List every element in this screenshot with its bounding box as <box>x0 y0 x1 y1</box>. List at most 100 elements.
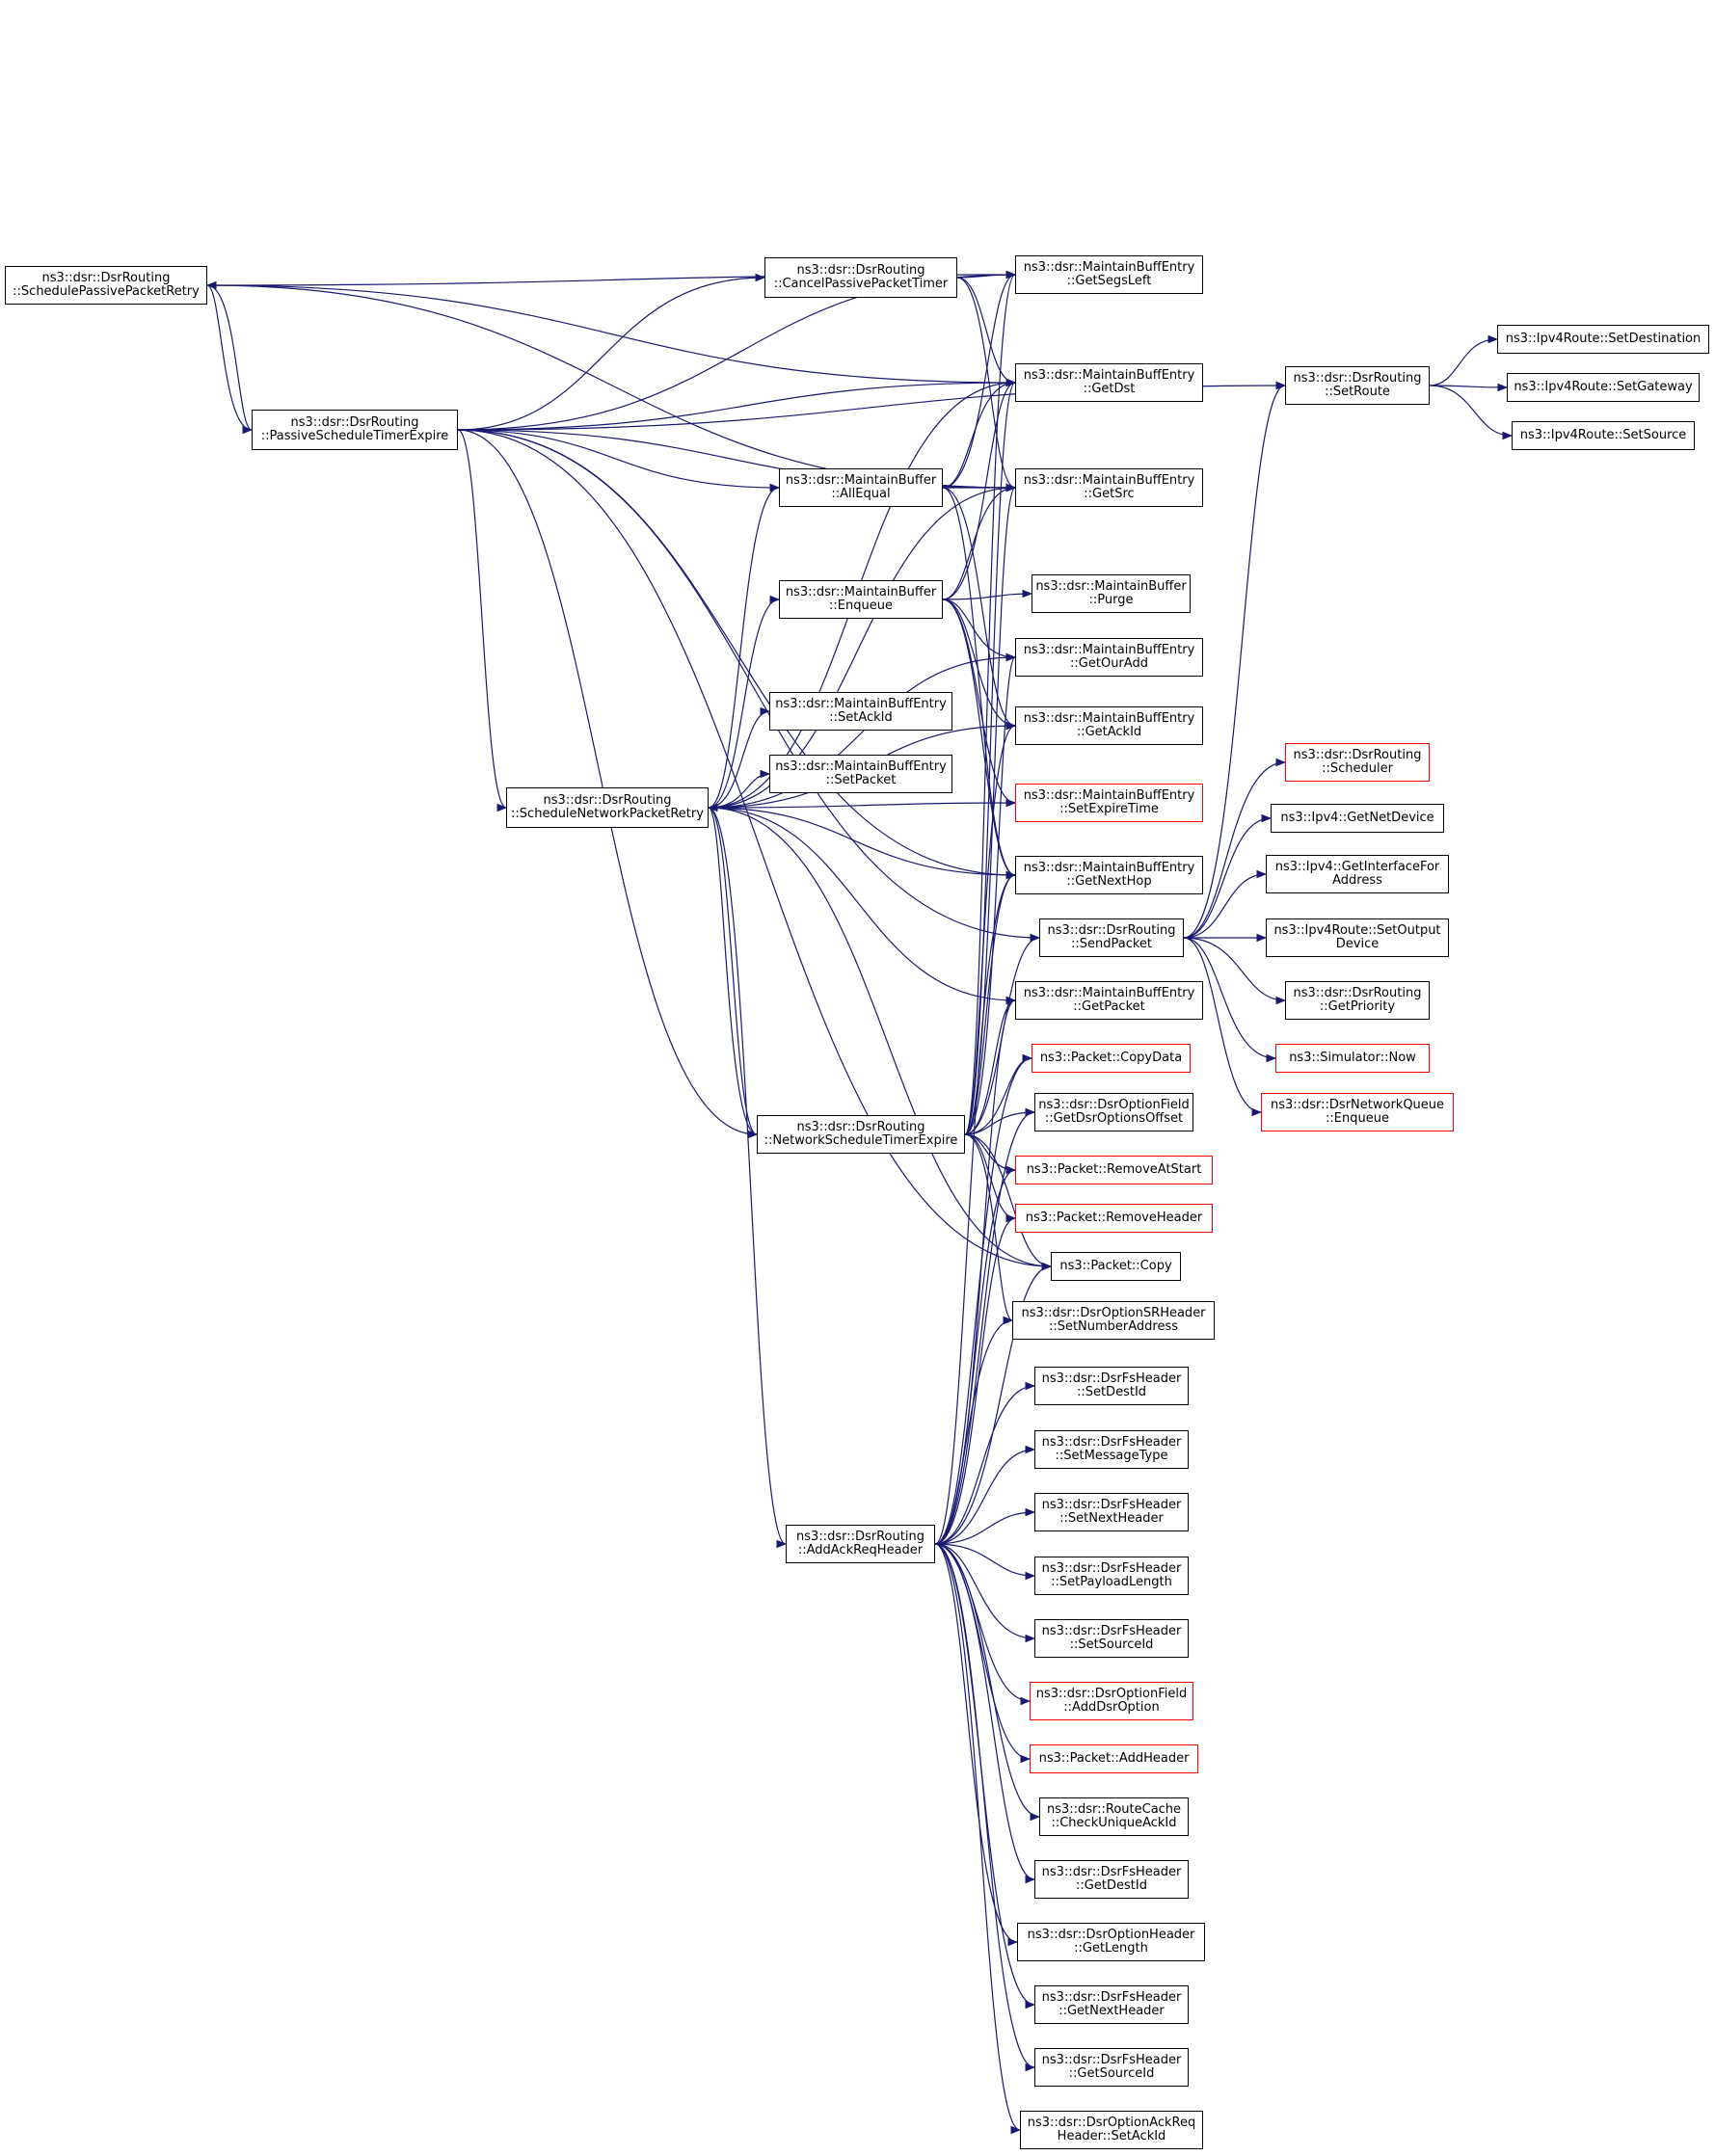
call-edge <box>708 652 1017 809</box>
node-set-source[interactable]: ns3::Ipv4Route::SetSource <box>1512 421 1695 450</box>
node-remove-header[interactable]: ns3::Packet::RemoveHeader <box>1015 1204 1213 1233</box>
call-edge <box>942 599 1017 808</box>
node-set-payload-length[interactable]: ns3::dsr::DsrFsHeader::SetPayloadLength <box>1034 1557 1189 1595</box>
node-label: ::GetSrc <box>1084 487 1135 501</box>
node-send-packet[interactable]: ns3::dsr::DsrRouting::SendPacket <box>1039 918 1184 957</box>
node-check-unique-ack-id[interactable]: ns3::dsr::RouteCache::CheckUniqueAckId <box>1039 1797 1189 1836</box>
node-enqueue[interactable]: ns3::dsr::MaintainBuffer::Enqueue <box>779 580 943 619</box>
call-edge <box>1183 381 1287 939</box>
node-cancel-passive-packet-timer[interactable]: ns3::dsr::DsrRouting::CancelPassivePacke… <box>764 257 957 298</box>
node-set-next-header[interactable]: ns3::dsr::DsrFsHeader::SetNextHeader <box>1034 1493 1189 1531</box>
node-set-message-type[interactable]: ns3::dsr::DsrFsHeader::SetMessageType <box>1034 1430 1189 1469</box>
call-edge <box>457 429 759 1139</box>
node-purge[interactable]: ns3::dsr::MaintainBuffer::Purge <box>1032 574 1191 613</box>
call-edge <box>934 1543 1032 1706</box>
node-network-queue-enqueue[interactable]: ns3::dsr::DsrNetworkQueue::Enqueue <box>1261 1093 1454 1131</box>
node-label: ns3::dsr::DsrOptionSRHeader <box>1021 1306 1206 1320</box>
node-get-source-id[interactable]: ns3::dsr::DsrFsHeader::GetSourceId <box>1034 2048 1189 2087</box>
node-remove-at-start[interactable]: ns3::Packet::RemoveAtStart <box>1015 1156 1213 1184</box>
node-label: ns3::dsr::DsrRouting <box>41 271 171 285</box>
node-set-gateway[interactable]: ns3::Ipv4Route::SetGateway <box>1507 373 1700 402</box>
node-get-next-header[interactable]: ns3::dsr::DsrFsHeader::GetNextHeader <box>1034 1985 1189 2024</box>
call-edge <box>1183 869 1268 939</box>
node-set-route[interactable]: ns3::dsr::DsrRouting::SetRoute <box>1285 366 1430 405</box>
node-set-number-address[interactable]: ns3::dsr::DsrOptionSRHeader::SetNumberAd… <box>1012 1301 1215 1340</box>
call-edge <box>942 487 1017 880</box>
node-label: Device <box>1335 937 1380 951</box>
node-get-src[interactable]: ns3::dsr::MaintainBuffEntry::GetSrc <box>1015 468 1203 507</box>
node-network-schedule-timer-expire[interactable]: ns3::dsr::DsrRouting::NetworkScheduleTim… <box>757 1115 965 1154</box>
node-get-segs-left[interactable]: ns3::dsr::MaintainBuffEntry::GetSegsLeft <box>1015 255 1203 294</box>
call-edge <box>942 270 1017 489</box>
node-get-our-add[interactable]: ns3::dsr::MaintainBuffEntry::GetOurAdd <box>1015 638 1203 677</box>
call-edge <box>457 378 1017 431</box>
node-get-ack-id[interactable]: ns3::dsr::MaintainBuffEntry::GetAckId <box>1015 706 1203 745</box>
call-edge <box>956 277 1017 492</box>
call-edge <box>964 652 1017 1135</box>
node-label: ns3::dsr::MaintainBuffer <box>785 473 937 488</box>
node-label: ::GetNextHeader <box>1058 2004 1165 2018</box>
node-label: ns3::dsr::MaintainBuffer <box>785 585 937 599</box>
node-label: ::GetOurAdd <box>1070 656 1148 671</box>
node-set-dest-id[interactable]: ns3::dsr::DsrFsHeader::SetDestId <box>1034 1367 1189 1405</box>
call-edge <box>1183 937 1287 1005</box>
node-get-packet[interactable]: ns3::dsr::MaintainBuffEntry::GetPacket <box>1015 981 1203 1020</box>
node-get-net-device[interactable]: ns3::Ipv4::GetNetDevice <box>1271 804 1444 833</box>
node-add-ack-req-header[interactable]: ns3::dsr::DsrRouting::AddAckReqHeader <box>786 1525 935 1563</box>
node-set-packet[interactable]: ns3::dsr::MaintainBuffEntry::SetPacket <box>769 755 952 793</box>
node-label: ::Enqueue <box>1326 1111 1389 1126</box>
call-edge <box>934 1262 1053 1545</box>
call-edge <box>457 429 1041 943</box>
node-get-dsr-options-offset[interactable]: ns3::dsr::DsrOptionField::GetDsrOptionsO… <box>1034 1093 1193 1131</box>
node-copy-data[interactable]: ns3::Packet::CopyData <box>1032 1044 1191 1073</box>
node-label: Header::SetAckId <box>1057 2129 1166 2143</box>
node-label: ::SetAckId <box>829 710 893 725</box>
node-label: ::SchedulePassivePacketRetry <box>13 284 200 299</box>
node-passive-schedule-timer-expire[interactable]: ns3::dsr::DsrRouting::PassiveScheduleTim… <box>252 410 458 450</box>
node-label: ::SetNumberAddress <box>1048 1319 1179 1334</box>
node-add-header[interactable]: ns3::Packet::AddHeader <box>1030 1744 1198 1773</box>
node-get-priority[interactable]: ns3::dsr::DsrRouting::GetPriority <box>1285 981 1430 1020</box>
call-edge <box>964 721 1017 1135</box>
node-label: ns3::dsr::MaintainBuffEntry <box>1023 711 1195 726</box>
node-label: ::GetLength <box>1074 1941 1148 1956</box>
node-get-dst[interactable]: ns3::dsr::MaintainBuffEntry::GetDst <box>1015 363 1203 402</box>
node-scheduler[interactable]: ns3::dsr::DsrRouting::Scheduler <box>1285 743 1430 782</box>
call-edge <box>457 429 781 492</box>
node-packet-copy[interactable]: ns3::Packet::Copy <box>1051 1252 1181 1281</box>
node-get-next-hop[interactable]: ns3::dsr::MaintainBuffEntry::GetNextHop <box>1015 856 1203 894</box>
node-label: ns3::dsr::DsrFsHeader <box>1041 1498 1182 1512</box>
call-edge <box>206 284 254 435</box>
node-all-equal[interactable]: ns3::dsr::MaintainBuffer::AllEqual <box>779 468 943 507</box>
node-add-dsr-option[interactable]: ns3::dsr::DsrOptionField::AddDsrOption <box>1030 1682 1193 1720</box>
call-edge <box>1429 385 1514 440</box>
node-label: ::AddDsrOption <box>1063 1700 1160 1715</box>
call-edge <box>708 595 781 809</box>
node-label: ns3::Packet::Copy <box>1059 1259 1172 1273</box>
call-edge <box>1183 937 1263 1117</box>
call-edge <box>934 1445 1036 1545</box>
node-label: ns3::dsr::DsrRouting <box>1047 923 1176 938</box>
call-edge <box>964 483 1017 1135</box>
node-label: ::GetSourceId <box>1068 2066 1155 2081</box>
node-schedule-network-packet-retry[interactable]: ns3::dsr::DsrRouting::ScheduleNetworkPac… <box>506 787 709 828</box>
call-edge <box>1429 334 1499 386</box>
node-simulator-now[interactable]: ns3::Simulator::Now <box>1275 1044 1430 1073</box>
call-edge <box>956 277 1017 387</box>
node-get-dest-id[interactable]: ns3::dsr::DsrFsHeader::GetDestId <box>1034 1860 1189 1899</box>
node-set-source-id[interactable]: ns3::dsr::DsrFsHeader::SetSourceId <box>1034 1619 1189 1658</box>
node-label: ns3::Packet::RemoveHeader <box>1025 1211 1203 1225</box>
node-label: ::PassiveScheduleTimerExpire <box>260 429 449 443</box>
node-set-destination[interactable]: ns3::Ipv4Route::SetDestination <box>1497 325 1709 354</box>
node-label: ::SendPacket <box>1070 937 1153 951</box>
node-label: ns3::dsr::DsrFsHeader <box>1041 2053 1182 2067</box>
node-get-length[interactable]: ns3::dsr::DsrOptionHeader::GetLength <box>1017 1923 1205 1961</box>
node-label: ns3::Packet::RemoveAtStart <box>1026 1162 1202 1177</box>
call-edge <box>708 807 1017 1005</box>
node-set-ack-id[interactable]: ns3::dsr::MaintainBuffEntry::SetAckId <box>769 692 952 731</box>
call-edge <box>457 429 508 812</box>
node-set-expire-time[interactable]: ns3::dsr::MaintainBuffEntry::SetExpireTi… <box>1015 784 1203 822</box>
